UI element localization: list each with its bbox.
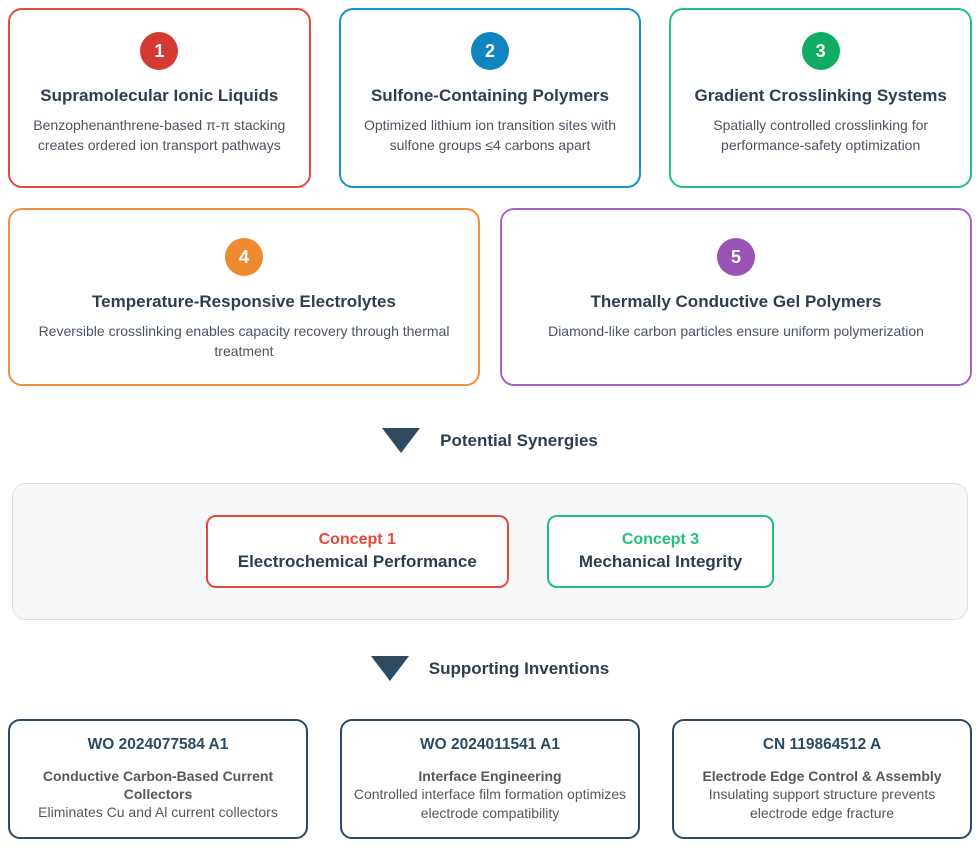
patent-description: Controlled interface film formation opti…: [353, 786, 627, 821]
concept-number-badge: 1: [140, 32, 179, 70]
concept-number-badge: 5: [717, 238, 755, 276]
synergy-box-concept-1: Concept 1 Electrochemical Performance: [205, 515, 509, 588]
down-arrow-icon: [370, 656, 409, 681]
synergies-panel: Concept 1 Electrochemical Performance Co…: [12, 483, 968, 620]
concept-row-top: 1 Supramolecular Ionic Liquids Benzophen…: [8, 8, 972, 188]
synergies-heading-label: Potential Synergies: [440, 430, 598, 450]
concept-card-1: 1 Supramolecular Ionic Liquids Benzophen…: [8, 8, 311, 188]
concept-title: Gradient Crosslinking Systems: [694, 86, 947, 105]
patent-description: Insulating support structure prevents el…: [708, 786, 936, 821]
concept-title: Temperature-Responsive Electrolytes: [92, 292, 396, 311]
concept-number-badge: 4: [225, 238, 263, 276]
supporting-heading-label: Supporting Inventions: [428, 658, 610, 678]
patent-id: WO 2024011541 A1: [420, 736, 560, 753]
concept-number-badge: 2: [470, 32, 509, 70]
patent-card-3: CN 119864512 A Electrode Edge Control & …: [672, 719, 972, 839]
patent-card-1: WO 2024077584 A1 Conductive Carbon-Based…: [8, 719, 308, 839]
synergies-heading: Potential Synergies: [8, 428, 972, 453]
synergy-concept-label: Concept 3: [621, 531, 700, 548]
synergy-title: Mechanical Integrity: [578, 552, 743, 571]
concept-card-2: 2 Sulfone-Containing Polymers Optimized …: [338, 8, 642, 188]
patent-description: Eliminates Cu and Al current collectors: [38, 804, 278, 821]
concept-number-badge: 3: [801, 32, 840, 70]
concept-title: Sulfone-Containing Polymers: [370, 86, 609, 105]
concept-description: Benzophenanthrene-based π-π stacking cre…: [33, 117, 286, 154]
concept-description: Diamond-like carbon particles ensure uni…: [548, 323, 924, 339]
synergy-title: Electrochemical Performance: [237, 552, 477, 571]
synergy-box-concept-3: Concept 3 Mechanical Integrity: [546, 515, 775, 588]
patent-row: WO 2024077584 A1 Conductive Carbon-Based…: [8, 719, 972, 839]
patent-title: Electrode Edge Control & Assembly: [702, 768, 942, 784]
concept-card-4: 4 Temperature-Responsive Electrolytes Re…: [8, 208, 480, 386]
patent-title: Interface Engineering: [418, 768, 562, 784]
concept-title: Supramolecular Ionic Liquids: [40, 86, 279, 105]
concept-description: Optimized lithium ion transition sites w…: [363, 117, 617, 154]
concept-title: Thermally Conductive Gel Polymers: [590, 292, 882, 311]
concept-row-middle: 4 Temperature-Responsive Electrolytes Re…: [8, 208, 972, 386]
supporting-heading: Supporting Inventions: [8, 656, 972, 681]
patent-card-2: WO 2024011541 A1 Interface Engineering C…: [340, 719, 640, 839]
down-arrow-icon: [382, 428, 421, 453]
concept-card-5: 5 Thermally Conductive Gel Polymers Diam…: [500, 208, 972, 386]
concept-card-3: 3 Gradient Crosslinking Systems Spatiall…: [669, 8, 972, 188]
patent-id: CN 119864512 A: [762, 736, 882, 753]
patent-id: WO 2024077584 A1: [87, 736, 229, 753]
concept-description: Spatially controlled crosslinking for pe…: [713, 117, 929, 154]
concept-description: Reversible crosslinking enables capacity…: [38, 323, 450, 360]
patent-title: Conductive Carbon-Based Current Collecto…: [42, 768, 274, 803]
synergy-concept-label: Concept 1: [318, 531, 396, 548]
